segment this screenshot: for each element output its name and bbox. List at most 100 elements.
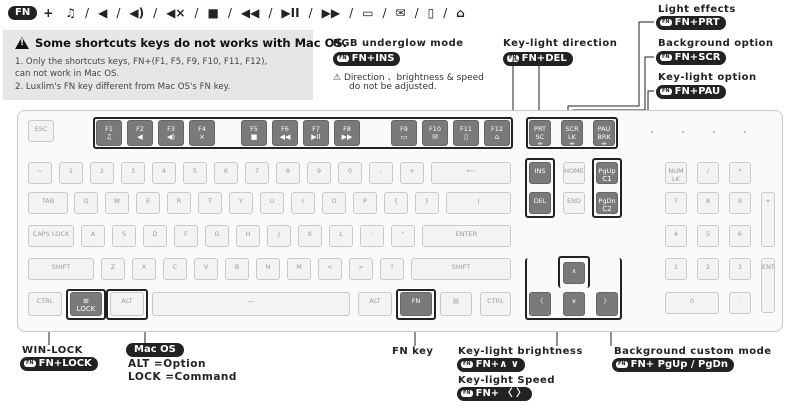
key-r: R	[167, 192, 191, 214]
key-h: H	[236, 225, 260, 247]
key-num-9: 9	[729, 192, 751, 214]
key-arrow-up: ∧	[563, 262, 585, 284]
key-num-star: *	[729, 162, 751, 184]
note-line: 2. Luxlim's FN key different from Mac OS…	[15, 82, 231, 92]
key-f7: F7▶II	[303, 120, 329, 146]
key-f8: F8▶▶	[334, 120, 360, 146]
key-4: 4	[152, 162, 176, 184]
fn-key-title: FN key	[392, 346, 434, 357]
key-s: S	[112, 225, 136, 247]
note-line: 1. Only the shortcuts keys, FN+(F1, F5, …	[15, 57, 268, 67]
key-arrow-left: 〈	[529, 292, 551, 316]
key-backspace: ⟵	[431, 162, 511, 184]
pgup-pgdn-highlight	[592, 158, 622, 218]
key-equals: +	[400, 162, 424, 184]
key-scr-lk: SCR LK✲	[561, 120, 583, 146]
key-num-lock: NUM LK	[665, 162, 687, 184]
media-shortcut-strip: FN + ♫/ ◀/ ◀)/ ◀×/ ■/ ◀◀/ ▶II/ ▶▶/ ▭/ ✉/…	[8, 4, 471, 22]
next-track-icon: ▶▶	[321, 6, 341, 20]
fn-badge: FN	[8, 6, 38, 20]
key-j: J	[267, 225, 291, 247]
key-9: 9	[307, 162, 331, 184]
key-num-3: 3	[729, 258, 751, 280]
key-f4: F4×	[189, 120, 215, 146]
key-light-direction-title: Key-light direction	[503, 38, 618, 49]
key-f2: F2◀	[127, 120, 153, 146]
stop-icon: ■	[207, 6, 219, 20]
key-7: 7	[245, 162, 269, 184]
key-num-7: 7	[665, 192, 687, 214]
key-1: 1	[59, 162, 83, 184]
key-fn: FN	[400, 292, 432, 316]
fn-key-highlight	[396, 289, 436, 320]
warning-icon	[15, 37, 29, 49]
key-tilde: ~	[28, 162, 52, 184]
key-2: 2	[90, 162, 114, 184]
key-num-enter: ENTER	[761, 258, 775, 313]
ins-del-highlight	[525, 158, 555, 218]
play-pause-icon: ▶II	[281, 6, 300, 20]
light-effects-title: Light effects	[658, 4, 736, 15]
key-light-option-title: Key-light option	[658, 72, 757, 83]
background-option-title: Background option	[658, 38, 774, 49]
mail-icon: ✉	[395, 6, 406, 20]
key-alt-right: ALT	[358, 292, 392, 316]
key-t: T	[198, 192, 222, 214]
mac-os-badge: Mac OS	[126, 343, 184, 357]
key-i: I	[291, 192, 315, 214]
key-f3: F3◀)	[158, 120, 184, 146]
key-l: L	[329, 225, 353, 247]
key-backslash: |	[446, 192, 511, 214]
key-6: 6	[214, 162, 238, 184]
key-0: 0	[338, 162, 362, 184]
key-home: HOME	[563, 162, 585, 184]
key-prt-sc: PRT SC✲	[529, 120, 551, 146]
key-b: B	[225, 258, 249, 280]
win-lock-highlight	[66, 289, 106, 320]
key-shift-right: SHIFT	[411, 258, 511, 280]
key-bracket-right: }	[415, 192, 439, 214]
key-light-speed-title: Key-light Speed	[458, 375, 556, 386]
key-c: C	[163, 258, 187, 280]
key-end: END	[563, 192, 585, 214]
key-n: N	[256, 258, 280, 280]
key-e: E	[136, 192, 160, 214]
key-q: Q	[74, 192, 98, 214]
key-period: >	[349, 258, 373, 280]
home-icon: ⌂	[456, 6, 465, 20]
key-num-4: 4	[665, 225, 687, 247]
key-num-slash: /	[697, 162, 719, 184]
key-k: K	[298, 225, 322, 247]
previous-track-icon: ◀◀	[240, 6, 260, 20]
key-num-plus: +	[761, 192, 775, 247]
key-arrow-right: 〉	[596, 292, 618, 316]
key-enter: ENTER	[422, 225, 511, 247]
plus-sign: +	[43, 6, 54, 20]
computer-icon: ▭	[362, 6, 374, 20]
rgb-warning: ⚠ Direction 、brightness & speed	[333, 73, 484, 83]
key-f5: F5■	[241, 120, 267, 146]
music-icon: ♫	[65, 6, 77, 20]
calculator-icon: ▯	[427, 6, 435, 20]
key-del: DEL	[529, 192, 551, 214]
function-row-highlight	[93, 117, 513, 149]
note-line: can not work in Mac OS.	[15, 69, 120, 79]
key-a: A	[81, 225, 105, 247]
key-quote: "	[391, 225, 415, 247]
key-f: F	[174, 225, 198, 247]
mute-icon: ◀×	[166, 6, 186, 20]
key-g: G	[205, 225, 229, 247]
key-tab: TAB	[28, 192, 68, 214]
key-shift-left: SHIFT	[28, 258, 94, 280]
key-num-1: 1	[665, 258, 687, 280]
key-esc: ESC	[28, 120, 54, 142]
key-question: ?	[380, 258, 404, 280]
key-semicolon: :	[360, 225, 384, 247]
key-num-5: 5	[697, 225, 719, 247]
key-3: 3	[121, 162, 145, 184]
